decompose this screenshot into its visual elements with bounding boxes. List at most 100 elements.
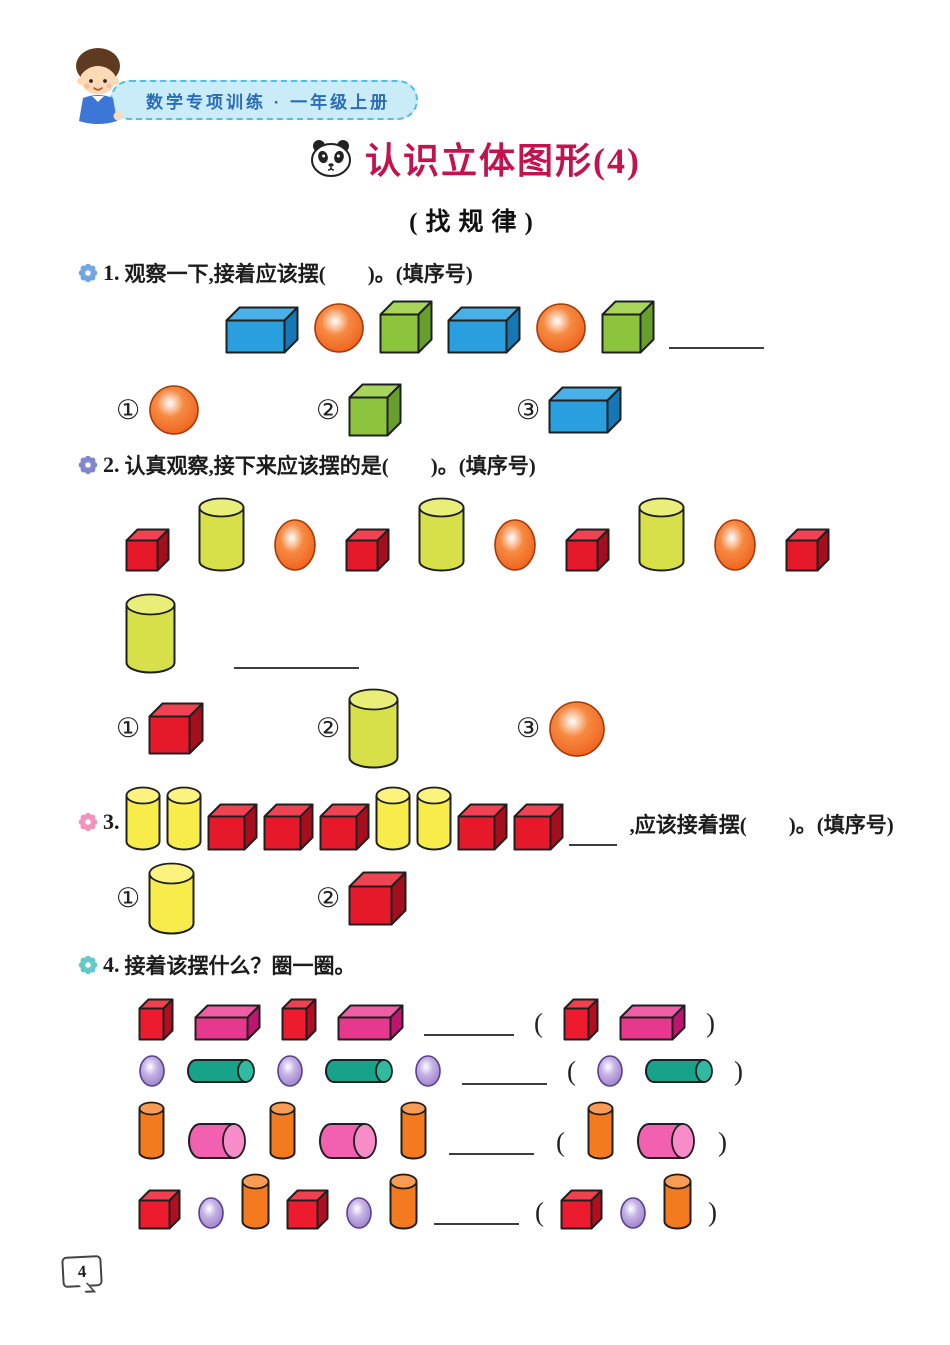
page-title: 认识立体图形(4) [365, 141, 641, 181]
red-cube [319, 803, 369, 851]
green-cube [601, 300, 655, 354]
answer-blank[interactable] [669, 343, 764, 349]
question-text: ,应该接着摆( )。(填序号) [629, 813, 894, 837]
purple-sphere [620, 1197, 646, 1229]
magenta-cuboid [619, 1004, 686, 1041]
q4-rows: () () () () [138, 998, 743, 1243]
answer-blank[interactable] [449, 1149, 534, 1155]
orange-sphere [549, 700, 606, 757]
yellow-green-cylinder [348, 688, 399, 769]
paren: ) [706, 1008, 715, 1038]
flower-bullet-icon [78, 263, 98, 283]
orange-sphere [314, 303, 364, 353]
page-subtitle: (找规律) [409, 209, 541, 236]
paren: ( [534, 1008, 543, 1038]
q3-option-1[interactable]: ① [116, 862, 316, 935]
magenta-cuboid [194, 1004, 261, 1041]
paren: ( [567, 1055, 576, 1086]
purple-sphere [139, 1055, 165, 1087]
orange-sphere [494, 519, 536, 571]
red-cube [560, 1189, 603, 1230]
boy-avatar [76, 48, 123, 124]
question-number: 3. [103, 809, 120, 834]
question-number: 4. [103, 952, 120, 977]
red-cube [138, 1189, 181, 1230]
red-cube [563, 998, 599, 1041]
panda-face-icon [311, 140, 351, 177]
answer-blank[interactable] [434, 1219, 519, 1225]
orange-cylinder [587, 1101, 614, 1160]
orange-sphere [714, 519, 756, 571]
purple-sphere [597, 1055, 623, 1087]
pink-cylinder [637, 1123, 695, 1159]
answer-blank[interactable] [462, 1079, 547, 1085]
purple-sphere [277, 1055, 303, 1087]
teal-cylinder [187, 1059, 255, 1083]
paren: ) [718, 1127, 727, 1157]
answer-blank[interactable] [424, 1030, 514, 1036]
q1-option-2[interactable]: ② [316, 383, 516, 437]
yellow-cylinder [148, 862, 195, 935]
red-cube [286, 1189, 329, 1230]
red-cube [125, 528, 170, 572]
red-cube [345, 528, 390, 572]
q1-options: ① ② ③ [116, 383, 716, 437]
question-number: 2. [103, 452, 120, 477]
option-label: ② [316, 883, 341, 913]
pink-cylinder [319, 1123, 377, 1159]
q1-option-1[interactable]: ① [116, 383, 316, 437]
orange-cylinder [138, 1101, 165, 1160]
q2-options: ① ② ③ [116, 688, 716, 769]
q2-option-2[interactable]: ② [316, 688, 516, 769]
q1-option-3[interactable]: ③ [516, 383, 716, 437]
yellow-cylinder [375, 786, 410, 851]
option-label: ③ [516, 713, 541, 743]
q2-sequence-continued [125, 593, 359, 674]
q3-option-2[interactable]: ② [316, 862, 516, 935]
teal-cylinder [645, 1059, 713, 1083]
orange-sphere [536, 303, 586, 353]
green-cube [379, 300, 433, 354]
answer-blank[interactable] [568, 840, 617, 846]
q2-option-3[interactable]: ③ [516, 688, 716, 769]
purple-sphere [346, 1197, 372, 1229]
yellow-cylinder [166, 786, 201, 851]
orange-cylinder [389, 1173, 418, 1230]
yellow-green-cylinder [125, 593, 176, 674]
pink-cylinder [188, 1123, 246, 1159]
red-cube [457, 803, 507, 851]
red-cube [148, 702, 204, 755]
orange-sphere [149, 385, 200, 435]
option-label: ② [316, 394, 341, 425]
page-title-row: 认识立体图形(4) [0, 132, 950, 184]
blue-cuboid [225, 306, 299, 354]
question-text: 观察一下,接着应该摆( )。(填序号) [124, 262, 473, 286]
q4-row-2[interactable]: () [138, 1054, 743, 1088]
orange-cylinder [241, 1173, 270, 1230]
paren: ( [535, 1197, 544, 1227]
q4-row-3[interactable]: () [138, 1101, 743, 1160]
option-label: ② [316, 713, 341, 743]
question-3-label: 3. [78, 809, 120, 835]
red-cube [513, 803, 563, 851]
paren: ( [556, 1127, 565, 1157]
question-text: 接着该摆什么？圈一圈。 [124, 954, 356, 978]
yellow-green-cylinder [198, 497, 245, 572]
q1-sequence [225, 300, 764, 354]
red-cube [281, 998, 317, 1041]
q4-row-1[interactable]: () [138, 998, 743, 1041]
option-label: ① [116, 394, 141, 425]
q4-row-4[interactable]: () [138, 1173, 743, 1230]
yellow-green-cylinder [638, 497, 685, 572]
teal-cylinder [325, 1059, 393, 1083]
paren: ) [734, 1055, 743, 1086]
purple-sphere [198, 1197, 224, 1229]
paren: ) [708, 1197, 717, 1227]
q2-option-1[interactable]: ① [116, 688, 316, 769]
yellow-cylinder [125, 786, 160, 851]
answer-blank[interactable] [234, 663, 359, 669]
question-number: 1. [103, 260, 120, 285]
red-cube [785, 528, 830, 572]
orange-cylinder [269, 1101, 296, 1160]
